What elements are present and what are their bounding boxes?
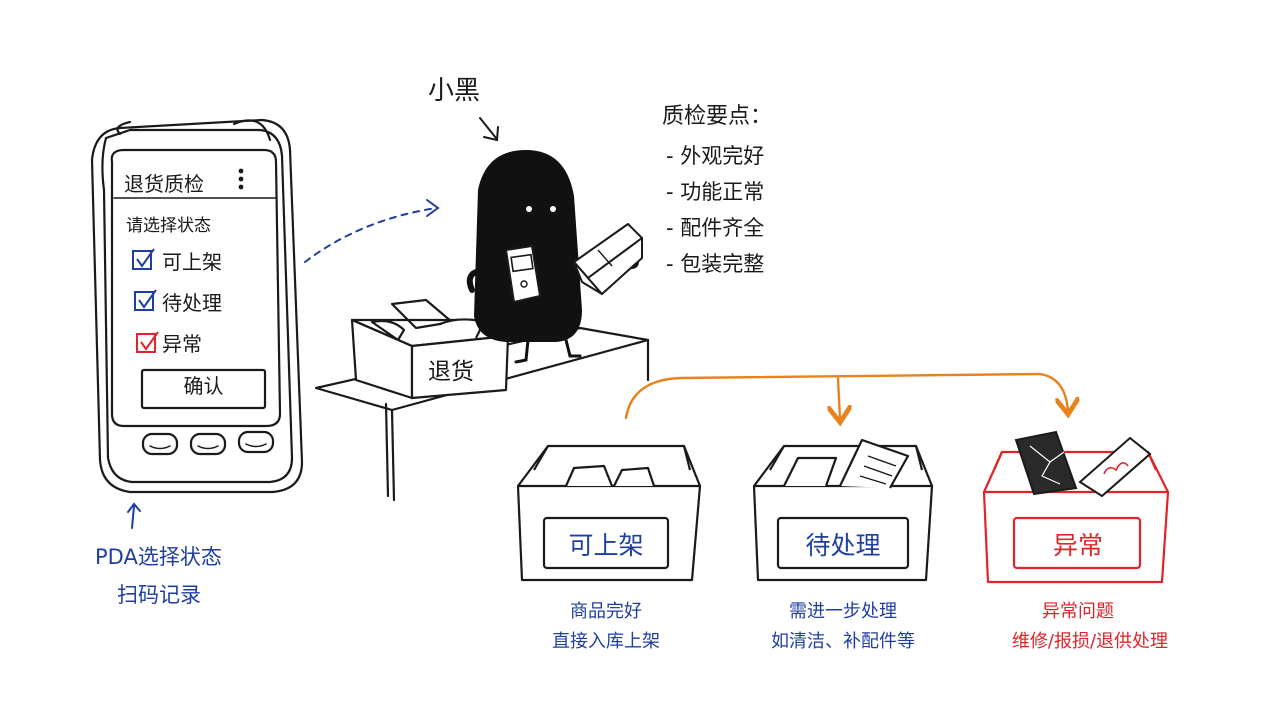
bin-desc-exception-line2: 维修/报损/退供处理 (1011, 631, 1169, 652)
bin-desc-shelf-ready-line1: 商品完好 (570, 601, 642, 622)
remote-control-icon (1078, 436, 1152, 498)
pda-confirm-button[interactable] (140, 368, 267, 410)
bin-desc-pending-line2: 如清洁、补配件等 (771, 631, 915, 652)
checklist-title: 质检要点： (662, 104, 773, 129)
bin-shelf-ready (516, 444, 702, 582)
return-box-label: 退货 (428, 359, 474, 385)
checkbox-checked-icon[interactable] (134, 289, 157, 311)
character-xiaohei (466, 150, 643, 364)
pda-caption-line2: 扫码记录 (117, 583, 201, 607)
bin-label-shelf-ready: 可上架 (568, 531, 644, 560)
pda-button-right[interactable] (237, 430, 275, 454)
pda-title: 退货质检 (124, 172, 204, 196)
bin-exception (982, 450, 1170, 584)
pda-option-exception[interactable]: 异常 (162, 332, 202, 356)
checklist-item: - 功能正常 (666, 180, 765, 204)
bin-desc-shelf-ready-line2: 直接入库上架 (552, 631, 660, 652)
checkbox-checked-icon[interactable] (132, 248, 155, 270)
bin-desc-exception-line1: 异常问题 (1042, 601, 1114, 622)
name-arrow (479, 117, 499, 142)
pda-prompt: 请选择状态 (126, 216, 211, 236)
checklist-item: - 包装完整 (666, 252, 765, 276)
dashed-arrow (304, 207, 437, 263)
pda-button-center[interactable] (189, 432, 227, 456)
pda-device (90, 118, 304, 494)
bin-pending (752, 438, 934, 582)
caption-arrow (127, 502, 141, 529)
bin-desc-pending-line1: 需进一步处理 (789, 601, 897, 622)
pda-confirm-label[interactable]: 确认 (183, 374, 224, 398)
checklist-item: - 外观完好 (666, 144, 765, 168)
pda-caption-line1: PDA选择状态 (95, 545, 222, 569)
broken-phone-icon (1014, 430, 1078, 496)
checkbox-checked-icon[interactable] (136, 331, 159, 353)
character-name: 小黑 (428, 76, 481, 106)
bin-label-exception: 异常 (1052, 531, 1103, 560)
checklist-item: - 配件齐全 (666, 216, 765, 240)
bin-label-pending: 待处理 (805, 531, 881, 560)
pda-option-pending[interactable]: 待处理 (162, 291, 222, 315)
pda-option-shelf-ready[interactable]: 可上架 (162, 250, 222, 274)
pda-button-left[interactable] (141, 432, 179, 456)
sorting-arrows (624, 372, 1068, 420)
more-vertical-icon[interactable] (238, 168, 244, 190)
